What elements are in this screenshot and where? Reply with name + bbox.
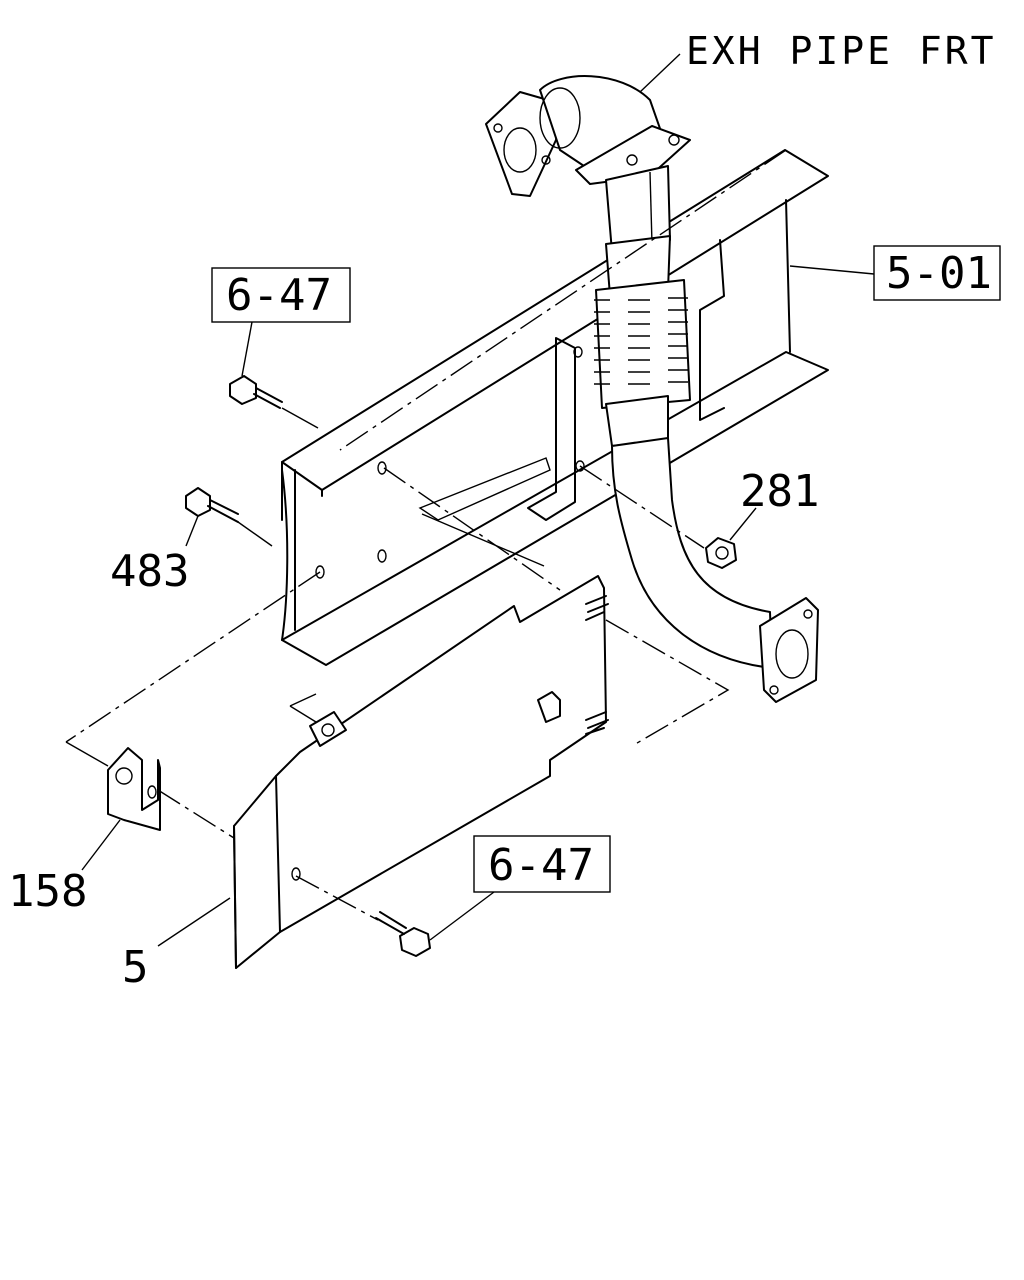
- ref-box-6-47-bottom[interactable]: [473, 835, 611, 893]
- label-part-158: 158: [8, 866, 87, 917]
- label-part-5: 5: [122, 942, 149, 993]
- label-part-281: 281: [740, 466, 819, 517]
- label-ref-6-47-bottom: 6-47: [488, 840, 594, 891]
- nut-281: [705, 537, 737, 569]
- callout-leaders: [81, 53, 875, 947]
- label-exh-pipe-frt: EXH PIPE FRT: [686, 29, 997, 73]
- label-part-483: 483: [110, 546, 189, 597]
- bolt-6-47-top: [229, 375, 283, 409]
- bolt-483: [185, 487, 239, 523]
- hanger-bracket: [107, 747, 161, 831]
- label-ref-5-01: 5-01: [886, 248, 992, 299]
- bellows-coils: [594, 297, 688, 385]
- ref-box-5-01[interactable]: [873, 245, 1001, 301]
- mounting-bracket-plate: [233, 575, 609, 969]
- frame-rail: [281, 149, 829, 666]
- ref-box-6-47-top[interactable]: [211, 267, 351, 323]
- exhaust-front-pipe: [485, 75, 819, 703]
- alignment-lines: [65, 149, 787, 921]
- bolt-6-47-bottom: [375, 911, 431, 957]
- label-ref-6-47-top: 6-47: [226, 270, 332, 321]
